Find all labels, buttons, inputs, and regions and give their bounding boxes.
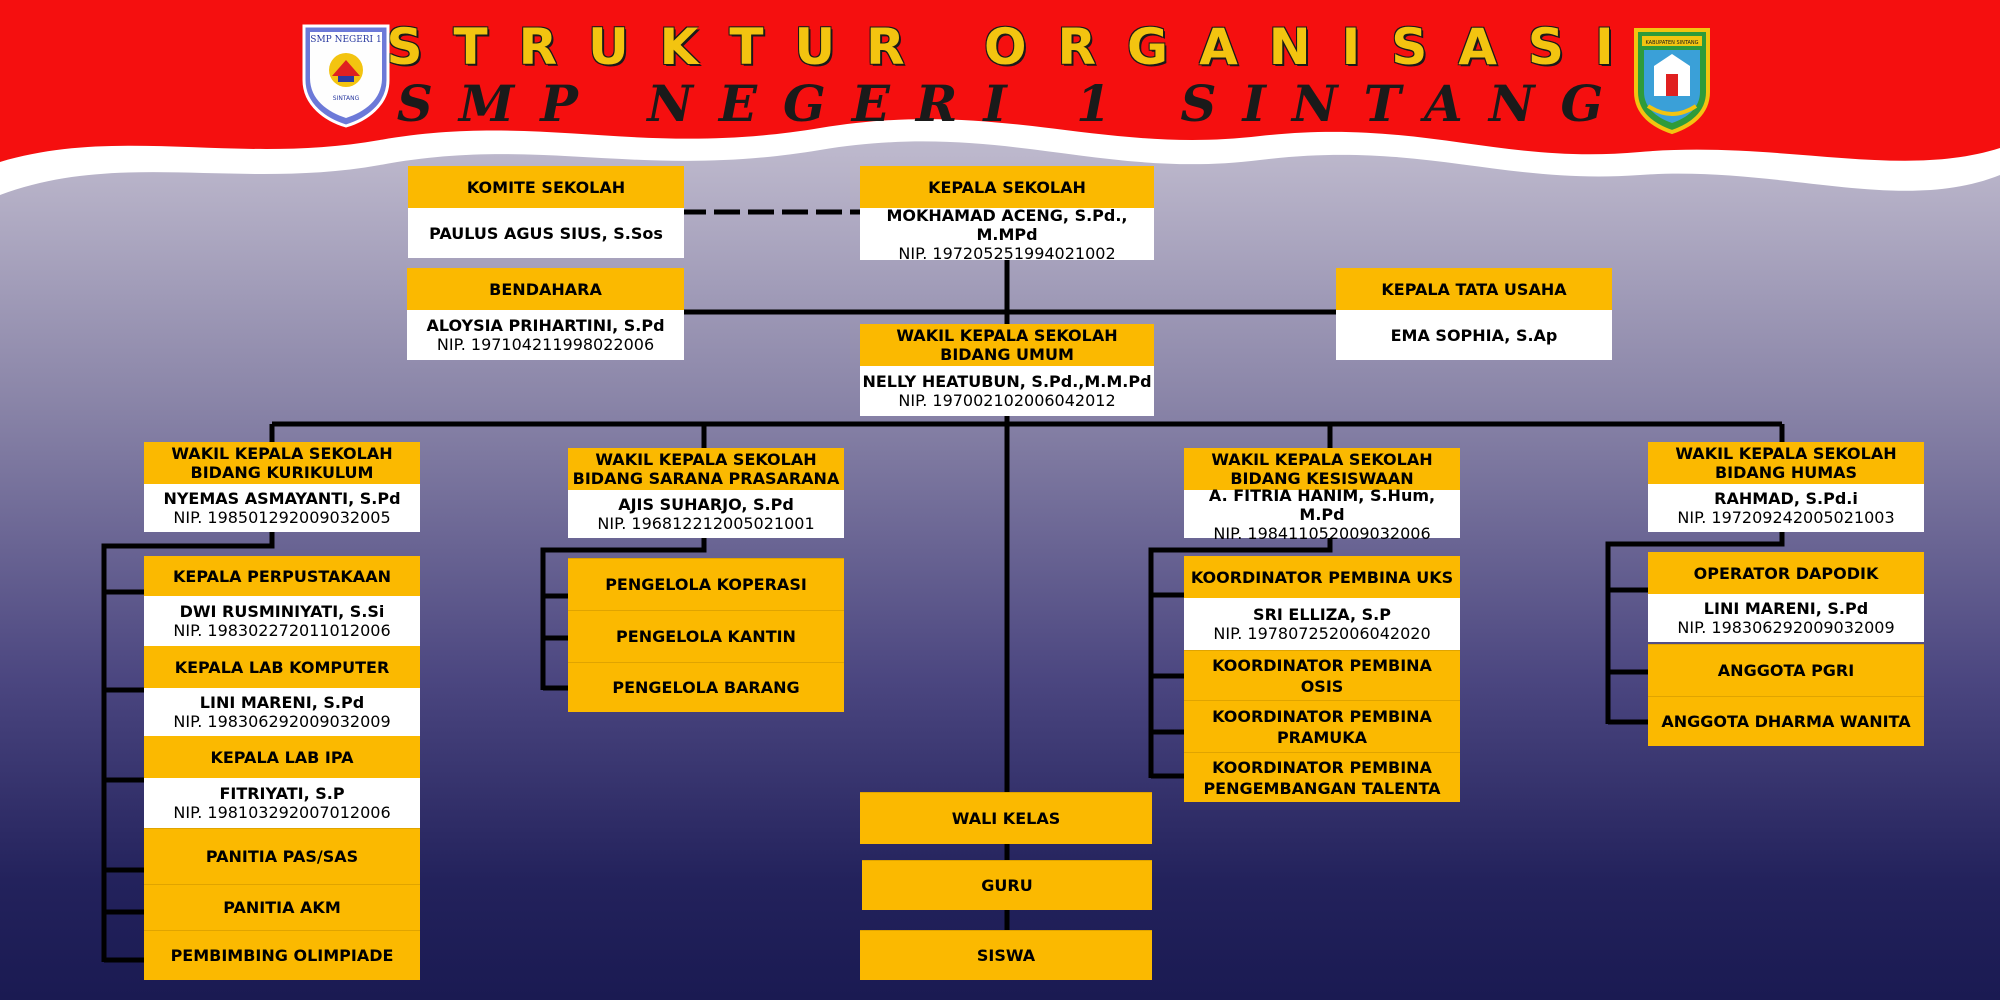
svg-text:SINTANG: SINTANG bbox=[333, 95, 360, 102]
siswa-box: SISWA bbox=[860, 930, 1152, 980]
waka-humas-title-2: BIDANG HUMAS bbox=[1714, 463, 1858, 482]
svg-text:KABUPATEN SINTANG: KABUPATEN SINTANG bbox=[1645, 40, 1698, 46]
kepala-lab-ipa-box: KEPALA LAB IPA FITRIYATI, S.P NIP. 19810… bbox=[144, 736, 420, 828]
regency-logo: KABUPATEN SINTANG bbox=[1634, 28, 1710, 135]
komite-sekolah-box: KOMITE SEKOLAH PAULUS AGUS SIUS, S.Sos bbox=[408, 166, 684, 258]
perpustakaan-title: KEPALA PERPUSTAKAAN bbox=[144, 556, 420, 596]
uks-nip: NIP. 197807252006042020 bbox=[1213, 624, 1431, 643]
uks-name: SRI ELLIZA, S.P bbox=[1253, 605, 1391, 624]
lab-komputer-title: KEPALA LAB KOMPUTER bbox=[144, 646, 420, 688]
dapodik-name: LINI MARENI, S.Pd bbox=[1703, 599, 1869, 618]
school-logo: SMP NEGERI 1 SINTANG bbox=[302, 24, 390, 128]
bendahara-nip: NIP. 197104211998022006 bbox=[436, 335, 655, 354]
waka-kurikulum-title-1: WAKIL KEPALA SEKOLAH bbox=[171, 444, 393, 463]
waka-kesiswaan-nip: NIP. 198411052009032006 bbox=[1213, 523, 1431, 543]
bendahara-title: BENDAHARA bbox=[407, 268, 684, 310]
waka-kesiswaan-title-2: BIDANG KESISWAAN bbox=[1230, 469, 1414, 488]
kepala-lab-komputer-box: KEPALA LAB KOMPUTER LINI MARENI, S.Pd NI… bbox=[144, 646, 420, 736]
title-line-1: STRUKTUR ORGANISASI bbox=[386, 18, 1645, 76]
perpustakaan-name: DWI RUSMINIYATI, S.Si bbox=[179, 602, 385, 621]
perpustakaan-nip: NIP. 198302272011012006 bbox=[173, 621, 391, 640]
waka-umum-title-1: WAKIL KEPALA SEKOLAH bbox=[896, 326, 1118, 345]
waka-kurikulum-name: NYEMAS ASMAYANTI, S.Pd bbox=[163, 489, 401, 508]
waka-umum-title-2: BIDANG UMUM bbox=[940, 345, 1074, 364]
pengelola-barang-box: PENGELOLA BARANG bbox=[568, 662, 844, 712]
waka-umum-box: WAKIL KEPALA SEKOLAH BIDANG UMUM NELLY H… bbox=[860, 324, 1154, 416]
wali-kelas-box: WALI KELAS bbox=[860, 792, 1152, 844]
waka-sarpras-title-1: WAKIL KEPALA SEKOLAH bbox=[595, 450, 817, 469]
dapodik-title: OPERATOR DAPODIK bbox=[1648, 552, 1924, 594]
pembina-osis-box: KOORDINATOR PEMBINA OSIS bbox=[1184, 650, 1460, 700]
waka-humas-name: RAHMAD, S.Pd.i bbox=[1714, 489, 1858, 508]
waka-kurikulum-nip: NIP. 198501292009032005 bbox=[173, 508, 391, 527]
anggota-dharma-wanita-box: ANGGOTA DHARMA WANITA bbox=[1648, 696, 1924, 746]
waka-sarpras-name: AJIS SUHARJO, S.Pd bbox=[618, 495, 794, 514]
operator-dapodik-box: OPERATOR DAPODIK LINI MARENI, S.Pd NIP. … bbox=[1648, 552, 1924, 642]
pembina-pramuka-box: KOORDINATOR PEMBINA PRAMUKA bbox=[1184, 700, 1460, 752]
tata-usaha-box: KEPALA TATA USAHA EMA SOPHIA, S.Ap bbox=[1336, 268, 1612, 360]
panitia-akm-box: PANITIA AKM bbox=[144, 884, 420, 930]
lab-ipa-title: KEPALA LAB IPA bbox=[144, 736, 420, 778]
komite-title: KOMITE SEKOLAH bbox=[408, 166, 684, 208]
lab-ipa-name: FITRIYATI, S.P bbox=[219, 784, 345, 803]
panitia-pas-sas-box: PANITIA PAS/SAS bbox=[144, 828, 420, 884]
pengelola-koperasi-box: PENGELOLA KOPERASI bbox=[568, 558, 844, 610]
kepala-perpustakaan-box: KEPALA PERPUSTAKAAN DWI RUSMINIYATI, S.S… bbox=[144, 556, 420, 646]
tata-usaha-title: KEPALA TATA USAHA bbox=[1336, 268, 1612, 310]
kepala-sekolah-box: KEPALA SEKOLAH MOKHAMAD ACENG, S.Pd., M.… bbox=[860, 166, 1154, 263]
waka-kesiswaan-box: WAKIL KEPALA SEKOLAH BIDANG KESISWAAN A.… bbox=[1184, 448, 1460, 543]
lab-komputer-name: LINI MARENI, S.Pd bbox=[199, 693, 365, 712]
waka-kurikulum-title-2: BIDANG KURIKULUM bbox=[190, 463, 374, 482]
waka-kesiswaan-name: A. FITRIA HANIM, S.Hum, M.Pd bbox=[1208, 485, 1436, 524]
uks-title: KOORDINATOR PEMBINA UKS bbox=[1184, 556, 1460, 598]
komite-name: PAULUS AGUS SIUS, S.Sos bbox=[429, 223, 663, 243]
pengelola-kantin-box: PENGELOLA KANTIN bbox=[568, 610, 844, 662]
header-banner bbox=[0, 0, 2000, 195]
waka-kesiswaan-title-1: WAKIL KEPALA SEKOLAH bbox=[1211, 450, 1433, 469]
waka-umum-name: NELLY HEATUBUN, S.Pd.,M.M.Pd bbox=[862, 372, 1152, 391]
kepsek-nip: NIP. 197205251994021002 bbox=[898, 243, 1116, 263]
kepsek-title: KEPALA SEKOLAH bbox=[860, 166, 1154, 208]
lab-komputer-nip: NIP. 198306292009032009 bbox=[173, 712, 391, 731]
bendahara-name: ALOYSIA PRIHARTINI, S.Pd bbox=[426, 316, 665, 335]
waka-humas-title-1: WAKIL KEPALA SEKOLAH bbox=[1675, 444, 1897, 463]
koordinator-uks-box: KOORDINATOR PEMBINA UKS SRI ELLIZA, S.P … bbox=[1184, 556, 1460, 650]
dapodik-nip: NIP. 198306292009032009 bbox=[1677, 618, 1895, 637]
waka-sarpras-nip: NIP. 196812212005021001 bbox=[597, 514, 815, 533]
waka-humas-box: WAKIL KEPALA SEKOLAH BIDANG HUMAS RAHMAD… bbox=[1648, 442, 1924, 532]
pembina-talenta-box: KOORDINATOR PEMBINA PENGEMBANGAN TALENTA bbox=[1184, 752, 1460, 802]
title-line-2: SMP NEGERI 1 SINTANG bbox=[396, 74, 1630, 133]
waka-umum-nip: NIP. 197002102006042012 bbox=[898, 391, 1116, 410]
waka-sarpras-title-2: BIDANG SARANA PRASARANA bbox=[572, 469, 840, 488]
anggota-pgri-box: ANGGOTA PGRI bbox=[1648, 644, 1924, 696]
waka-kurikulum-box: WAKIL KEPALA SEKOLAH BIDANG KURIKULUM NY… bbox=[144, 442, 420, 532]
waka-humas-nip: NIP. 197209242005021003 bbox=[1677, 508, 1895, 527]
kepsek-name: MOKHAMAD ACENG, S.Pd., M.MPd bbox=[886, 205, 1128, 244]
tata-usaha-name: EMA SOPHIA, S.Ap bbox=[1390, 325, 1558, 345]
lab-ipa-nip: NIP. 198103292007012006 bbox=[173, 803, 391, 822]
waka-sarpras-box: WAKIL KEPALA SEKOLAH BIDANG SARANA PRASA… bbox=[568, 448, 844, 538]
svg-text:SMP NEGERI 1: SMP NEGERI 1 bbox=[310, 35, 381, 45]
pembimbing-olimpiade-box: PEMBIMBING OLIMPIADE bbox=[144, 930, 420, 980]
guru-box: GURU bbox=[862, 860, 1152, 910]
bendahara-box: BENDAHARA ALOYSIA PRIHARTINI, S.Pd NIP. … bbox=[407, 268, 684, 360]
